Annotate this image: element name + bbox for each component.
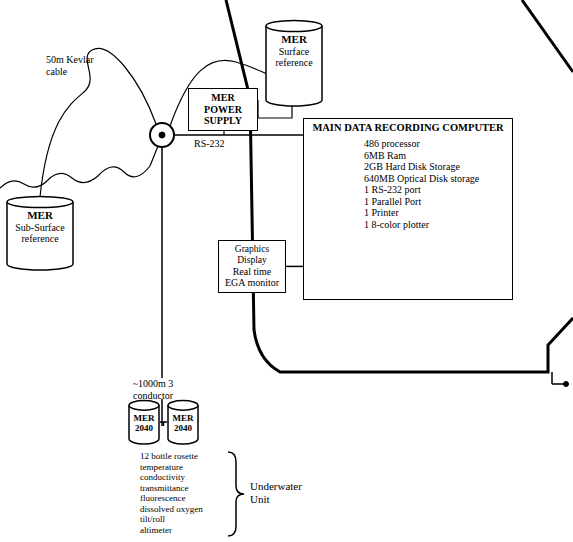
instrument-cylinder: MER 2040 [167, 400, 199, 444]
box-label: EGA monitor [223, 277, 281, 289]
winch-hub [159, 132, 165, 138]
box-heading: 1 8-color plotter [308, 219, 508, 231]
cable-label: ~1000m 3 conductor [122, 378, 184, 401]
cylinder-body [129, 405, 159, 444]
cylinder-top [266, 21, 322, 32]
cylinder-top [168, 401, 198, 411]
bracket [228, 452, 244, 536]
box-label: Real time [223, 266, 281, 278]
box-label: Graphics Display [223, 244, 281, 266]
sea-line [0, 146, 158, 188]
box-heading: MAIN DATA RECORDING COMPUTER [308, 122, 508, 134]
instrument-cylinder: MER 2040 [128, 400, 160, 444]
ship-hull [522, 0, 573, 72]
mer-label: MER 2040 [129, 413, 159, 434]
mer-label: MER [7, 209, 73, 222]
process-box: MER POWER SUPPLY [188, 88, 258, 131]
cylinder-top [129, 401, 159, 411]
box-heading: 1 Parallel Port [308, 196, 508, 208]
winch [150, 123, 174, 147]
mer-label: MER 2040 [168, 413, 198, 434]
hull-fitting [564, 382, 569, 387]
rs232-line [174, 134, 303, 136]
sensor-item: 12 bottle rosette [140, 451, 232, 461]
sensor-item: fluorescence [140, 493, 232, 503]
reference-label: Sub-Surface reference [7, 222, 73, 245]
signal-label: RS-232 [194, 138, 244, 150]
box-heading: 6MB Ram [308, 150, 508, 162]
box-heading: 486 processor [308, 138, 508, 150]
ship-hull [226, 0, 573, 372]
cylinder-body [7, 202, 73, 270]
mer-label: MER [266, 33, 322, 46]
kevlar-cable [40, 48, 156, 197]
process-box: MAIN DATA RECORDING COMPUTER 486 processo… [303, 118, 513, 300]
sensor-item: tilt/roll [140, 514, 232, 524]
box-heading: 1 RS-232 port [308, 184, 508, 196]
instrument-cylinder: MERSub-Surface reference [6, 196, 74, 270]
sensor-item: temperature [140, 462, 232, 472]
group-label: Underwater Unit [250, 480, 306, 505]
cable-label: 50m Kevlar cable [46, 54, 98, 77]
process-box: Graphics DisplayReal timeEGA monitor [218, 240, 286, 293]
cylinder-top [7, 197, 73, 208]
sensor-item: dissolved oxygen [140, 504, 232, 514]
sensor-item: transmittance [140, 483, 232, 493]
conductor-cable [163, 422, 165, 426]
box-label: MER POWER SUPPLY [193, 92, 253, 127]
sensor-item: altimeter [140, 525, 232, 535]
box-heading: 640MB Optical Disk storage [308, 173, 508, 185]
instrument-cylinder: MERSurface reference [265, 20, 323, 106]
reference-label: Surface reference [266, 46, 322, 69]
sensor-item: conductivity [140, 472, 232, 482]
box-heading: 2GB Hard Disk Storage [308, 161, 508, 173]
cylinder-body [266, 26, 322, 106]
connector [286, 266, 303, 268]
cylinder-body [168, 405, 198, 444]
cylinder-outline [6, 196, 74, 270]
box-heading: 1 Printer [308, 207, 508, 219]
